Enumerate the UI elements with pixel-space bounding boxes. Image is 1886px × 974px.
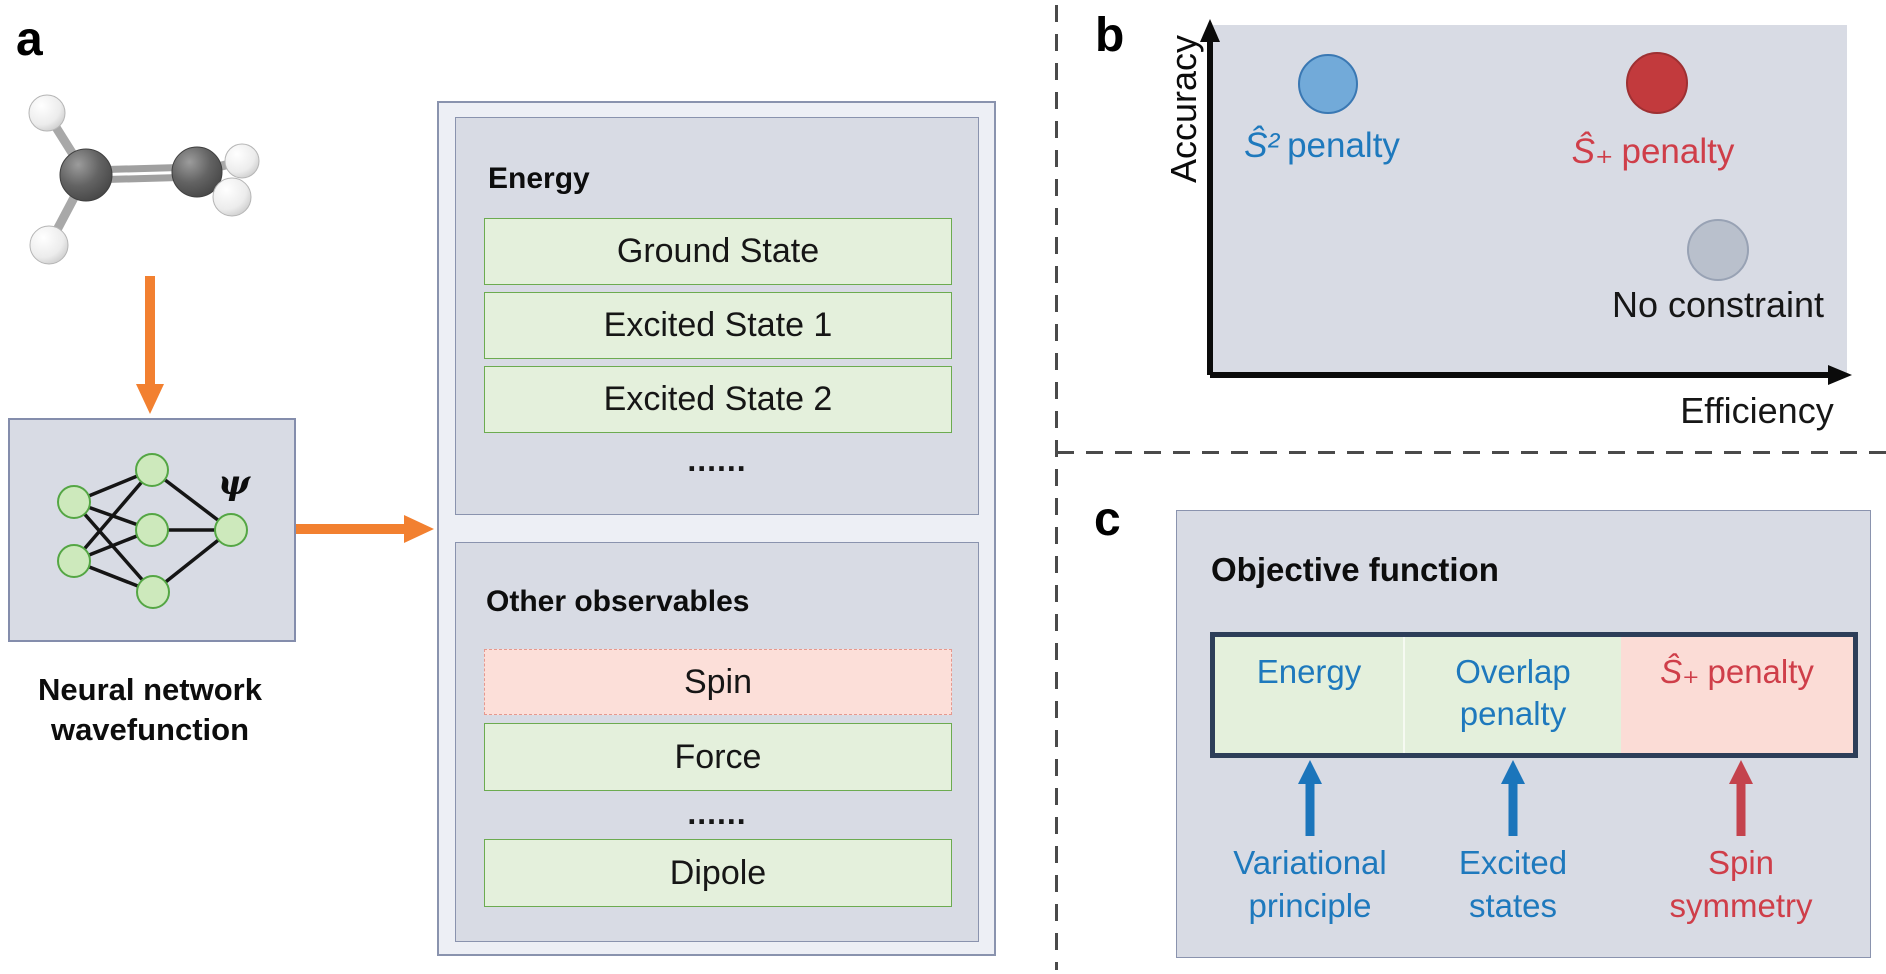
energy-ellipsis: ...... (687, 442, 747, 478)
hydrogen-atom (224, 143, 260, 179)
annotation-spin-line1: Spin (1707, 844, 1775, 881)
carbon-atom (171, 146, 223, 198)
energy-title: Energy (488, 162, 590, 195)
objective-bar: Energy Overlap penalty Ŝ₊penalty (1210, 632, 1858, 758)
x-axis-label: Efficiency (1680, 390, 1834, 431)
observables-row-spin: Spin (484, 649, 952, 715)
observables-row-dipole: Dipole (484, 839, 952, 907)
annotation-variational-line1: Variational (1233, 844, 1387, 881)
splus-word: penalty (1621, 132, 1735, 171)
segment-energy: Energy (1215, 637, 1405, 753)
annotation-variational-principle: Variational principle (1180, 841, 1440, 927)
hydrogen-atom (212, 177, 252, 217)
molecule-illustration (28, 94, 260, 265)
energy-box: Energy Ground State Excited State 1 Exci… (455, 117, 979, 515)
psi-symbol: ψ (218, 463, 251, 503)
observables-box: Other observables Spin Force ...... Dipo… (455, 542, 979, 942)
splus-symbol: Ŝ₊ (1571, 132, 1614, 171)
observables-row-force: Force (484, 723, 952, 791)
spin-symmetry-arrow-icon (1729, 760, 1753, 836)
objective-function-title: Objective function (1211, 551, 1499, 588)
annotation-excited-states: Excited states (1383, 841, 1643, 927)
annotation-variational-line2: principle (1248, 887, 1372, 924)
y-axis-arrowhead (1200, 19, 1220, 42)
splus-penalty-point (1626, 52, 1688, 114)
annotation-spin-symmetry: Spin symmetry (1611, 841, 1871, 927)
hydrogen-atom (29, 225, 69, 265)
panel-a-label: a (16, 13, 43, 66)
nn-caption-line2: wavefunction (50, 712, 250, 747)
energy-row-ground-state: Ground State (484, 218, 952, 285)
segment-splus-word: penalty (1707, 653, 1814, 690)
excited-states-arrow-icon (1501, 760, 1525, 836)
vertical-dashed-divider (1055, 5, 1058, 970)
panel-b-label: b (1095, 9, 1125, 62)
energy-row-excited-state-2: Excited State 2 (484, 366, 952, 433)
s2-symbol: Ŝ² (1244, 126, 1280, 165)
observables-title: Other observables (486, 585, 750, 618)
segment-splus-penalty: Ŝ₊penalty (1621, 637, 1853, 753)
segment-overlap-line1: Overlap (1455, 653, 1571, 690)
objective-function-box: Objective function Energy Overlap penalt… (1176, 510, 1871, 958)
nn-caption-line1: Neural network (38, 672, 262, 707)
segment-overlap-line2: penalty (1459, 695, 1567, 732)
splus-penalty-label: Ŝ₊penalty (1572, 132, 1735, 172)
nn-caption: Neural network wavefunction (0, 670, 300, 750)
s2-penalty-point (1298, 54, 1358, 114)
segment-splus-symbol: Ŝ₊ (1660, 653, 1700, 690)
horizontal-dashed-divider (1057, 451, 1886, 454)
observables-ellipsis: ...... (687, 795, 747, 831)
down-arrow-icon (136, 276, 164, 414)
s2-word: penalty (1287, 126, 1400, 165)
neural-network-box: ψ (8, 418, 296, 642)
x-axis-arrowhead (1828, 365, 1852, 385)
variational-arrow-icon (1298, 760, 1322, 836)
annotation-excited-line2: states (1468, 887, 1558, 924)
segment-overlap-penalty: Overlap penalty (1405, 637, 1621, 753)
hydrogen-atom (28, 94, 66, 132)
annotation-excited-line1: Excited (1458, 844, 1568, 881)
carbon-atom (59, 148, 113, 202)
plot-axes (1200, 19, 1852, 385)
neural-network-icon: ψ (57, 453, 251, 609)
panel-c-label: c (1094, 493, 1121, 546)
right-arrow-icon (296, 515, 434, 543)
nn-nodes (57, 453, 248, 609)
no-constraint-label: No constraint (1611, 284, 1825, 325)
annotation-spin-line2: symmetry (1669, 887, 1813, 924)
no-constraint-point (1687, 219, 1749, 281)
y-axis-label: Accuracy (1163, 34, 1204, 184)
energy-row-excited-state-1: Excited State 1 (484, 292, 952, 359)
